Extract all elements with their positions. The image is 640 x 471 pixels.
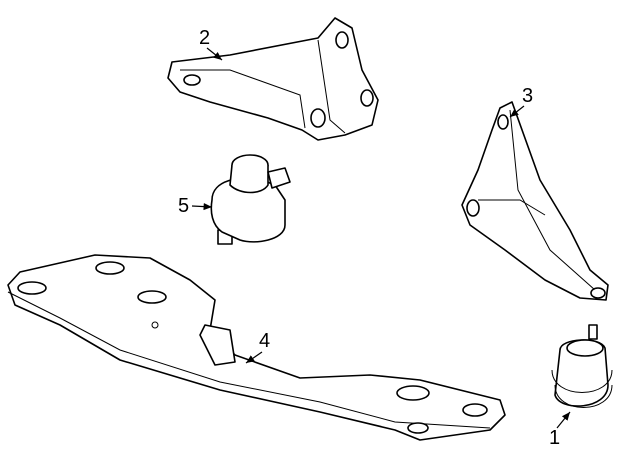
callout-1: 1 <box>549 411 571 449</box>
transmission-mount-part-5 <box>210 154 291 245</box>
callout-3: 3 <box>509 85 533 118</box>
svg-text:3: 3 <box>522 85 533 107</box>
crossmember-part-4 <box>7 254 506 441</box>
bracket-left-part-2 <box>167 17 379 141</box>
svg-text:5: 5 <box>178 195 189 217</box>
bracket-right-part-3 <box>461 101 609 301</box>
callout-2: 2 <box>199 27 223 61</box>
callout-4: 4 <box>245 330 270 364</box>
engine-mount-part-1 <box>551 324 613 408</box>
svg-text:2: 2 <box>199 27 210 49</box>
callout-5: 5 <box>178 195 213 217</box>
svg-text:4: 4 <box>259 330 270 352</box>
svg-text:1: 1 <box>549 427 560 449</box>
